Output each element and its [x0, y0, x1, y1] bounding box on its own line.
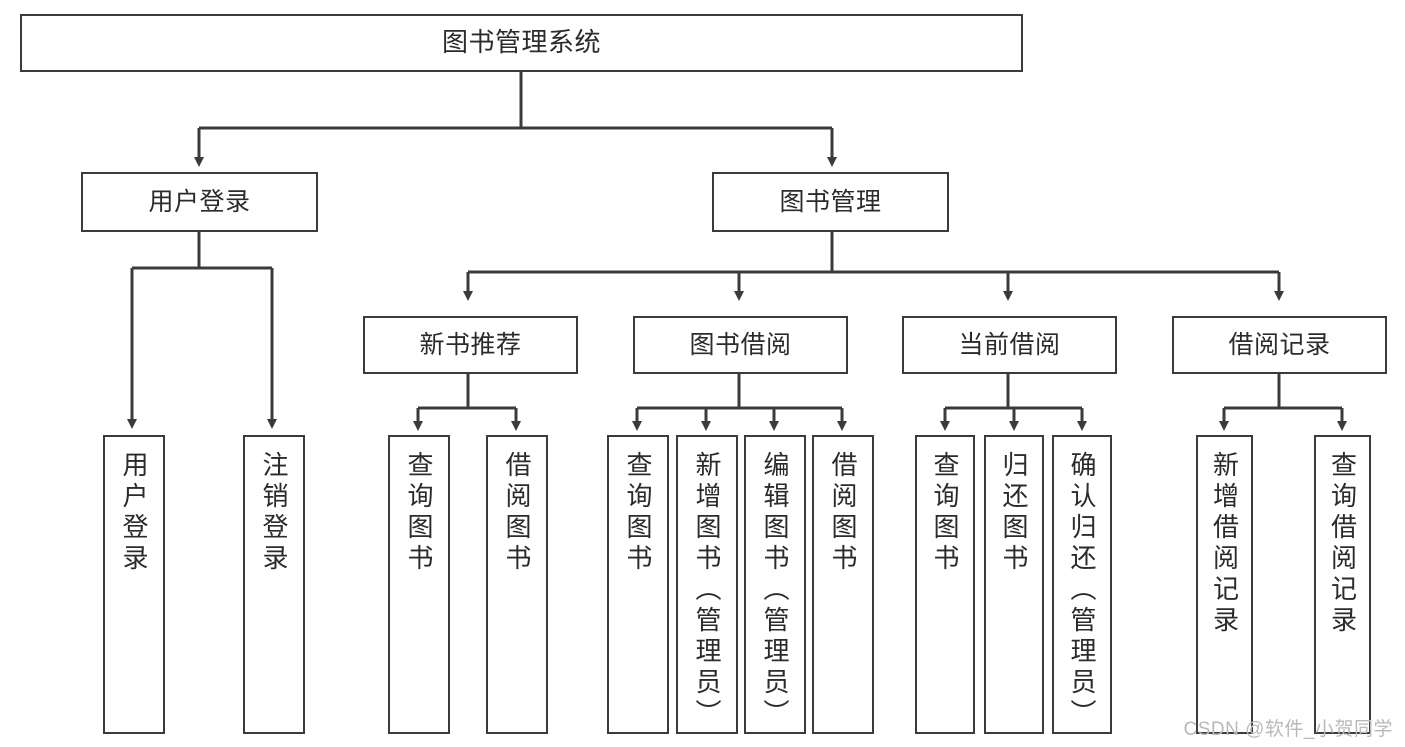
- leaf-query-book-current[interactable]: 查询图书: [915, 435, 975, 734]
- leaf-query-book-current-label: 查询图书: [930, 451, 960, 575]
- node-new-book-recommend[interactable]: 新书推荐: [363, 316, 578, 374]
- node-root-label: 图书管理系统: [441, 27, 601, 58]
- node-new-book-recommend-label: 新书推荐: [419, 331, 522, 359]
- leaf-query-book-borrow[interactable]: 查询图书: [607, 435, 669, 734]
- leaf-edit-book-admin-label: 编辑图书（管理员）: [760, 451, 790, 730]
- leaf-edit-book-admin[interactable]: 编辑图书（管理员）: [744, 435, 806, 734]
- leaf-add-book-admin[interactable]: 新增图书（管理员）: [676, 435, 738, 734]
- leaf-add-book-admin-label: 新增图书（管理员）: [692, 451, 722, 730]
- leaf-query-borrow-record[interactable]: 查询借阅记录: [1314, 435, 1371, 734]
- leaf-query-book-recommend-label: 查询图书: [404, 451, 434, 575]
- leaf-user-login-label: 用户登录: [119, 451, 149, 575]
- leaf-confirm-return-admin[interactable]: 确认归还（管理员）: [1052, 435, 1112, 734]
- leaf-logout[interactable]: 注销登录: [243, 435, 305, 734]
- node-current-borrow-label: 当前借阅: [958, 331, 1061, 359]
- leaf-return-book-label: 归还图书: [999, 451, 1029, 575]
- leaf-query-borrow-record-label: 查询借阅记录: [1327, 451, 1358, 637]
- node-borrow-record-label: 借阅记录: [1228, 331, 1331, 359]
- leaf-add-borrow-record[interactable]: 新增借阅记录: [1196, 435, 1253, 734]
- leaf-borrow-book-recommend-label: 借阅图书: [502, 451, 532, 575]
- node-borrow-record[interactable]: 借阅记录: [1172, 316, 1387, 374]
- node-book-borrow[interactable]: 图书借阅: [633, 316, 848, 374]
- leaf-confirm-return-admin-label: 确认归还（管理员）: [1067, 451, 1097, 730]
- node-current-borrow[interactable]: 当前借阅: [902, 316, 1117, 374]
- node-root[interactable]: 图书管理系统: [20, 14, 1023, 72]
- leaf-borrow-book-label: 借阅图书: [828, 451, 858, 575]
- leaf-add-borrow-record-label: 新增借阅记录: [1209, 451, 1240, 637]
- leaf-query-book-recommend[interactable]: 查询图书: [388, 435, 450, 734]
- node-book-management[interactable]: 图书管理: [712, 172, 949, 232]
- leaf-logout-label: 注销登录: [259, 451, 289, 575]
- leaf-return-book[interactable]: 归还图书: [984, 435, 1044, 734]
- leaf-query-book-borrow-label: 查询图书: [623, 451, 653, 575]
- leaf-borrow-book-recommend[interactable]: 借阅图书: [486, 435, 548, 734]
- node-user-login-label: 用户登录: [148, 188, 251, 216]
- node-book-borrow-label: 图书借阅: [689, 331, 792, 359]
- node-user-login[interactable]: 用户登录: [81, 172, 318, 232]
- leaf-borrow-book[interactable]: 借阅图书: [812, 435, 874, 734]
- watermark: CSDN @软件_小贺同学: [1183, 719, 1393, 740]
- node-book-management-label: 图书管理: [779, 188, 882, 216]
- leaf-user-login[interactable]: 用户登录: [103, 435, 165, 734]
